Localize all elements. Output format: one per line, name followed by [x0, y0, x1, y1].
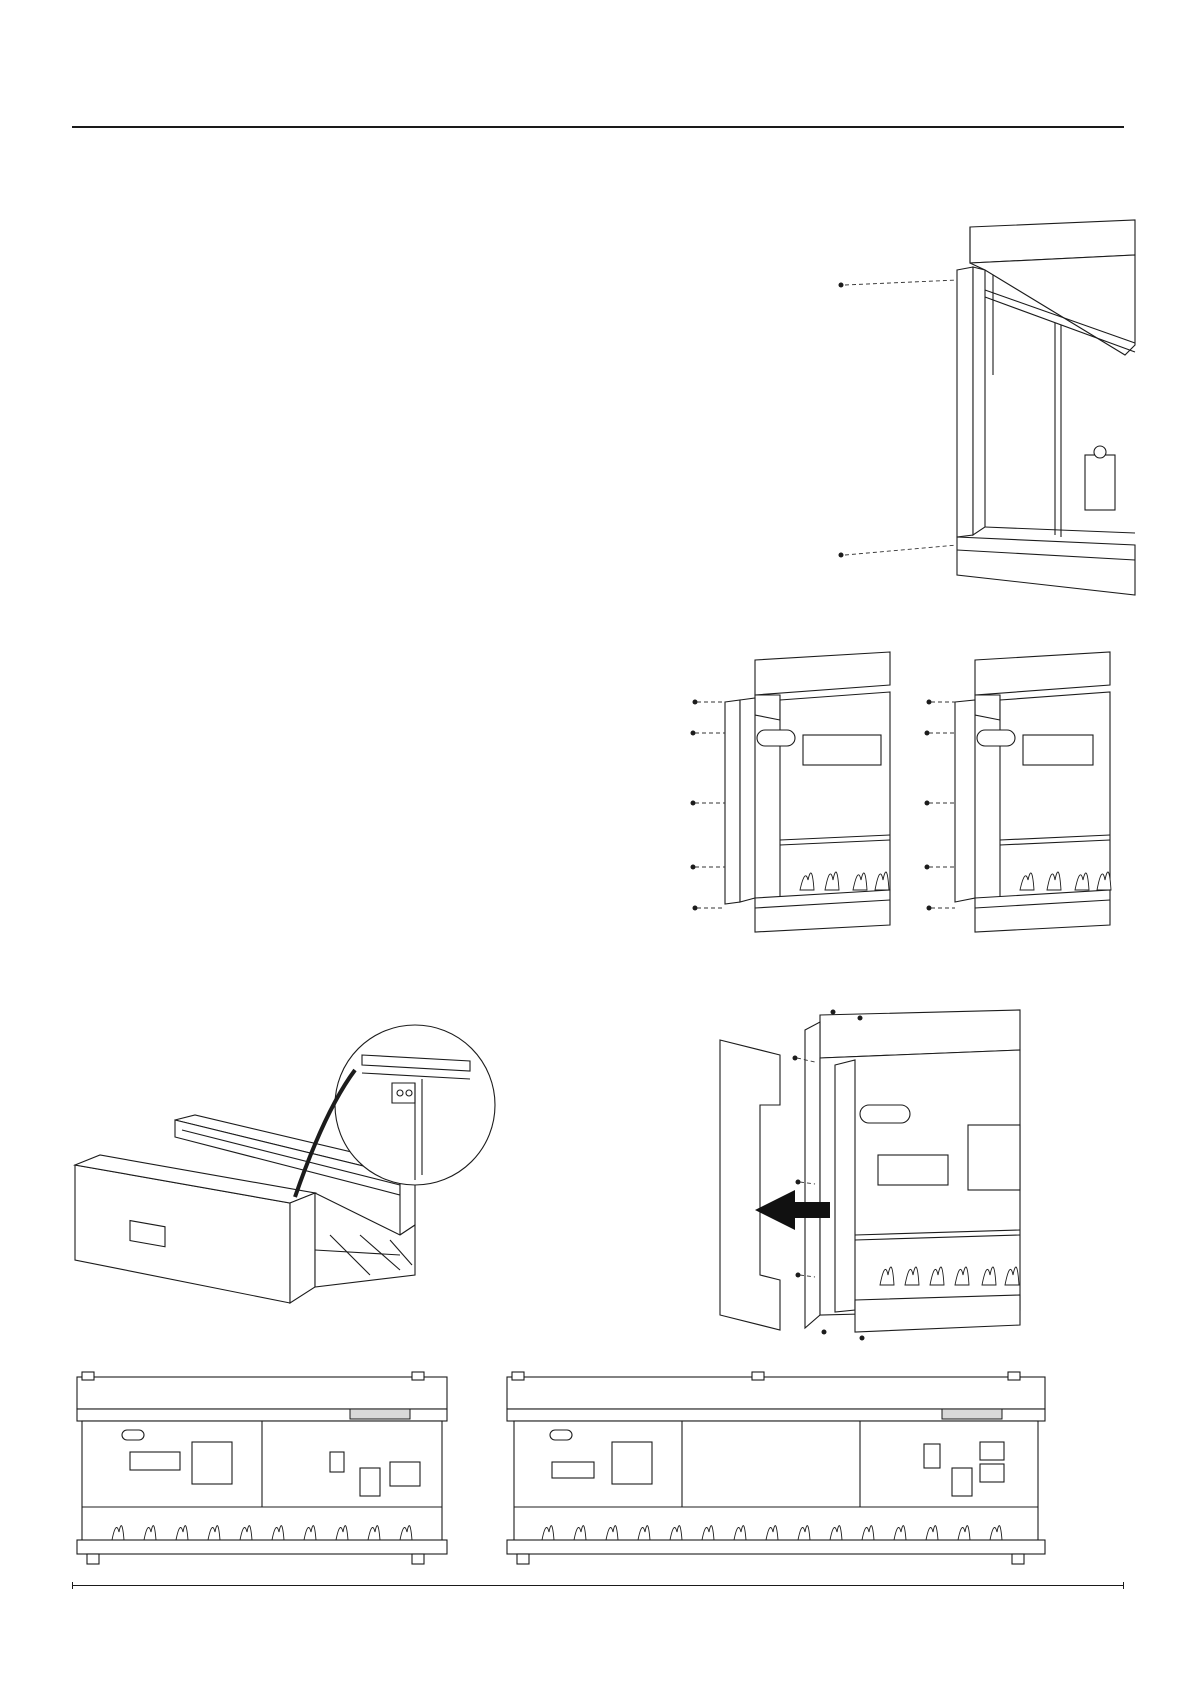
corner-trim-screws-illustration: [895, 215, 1135, 595]
box-bracket-detail-illustration: [70, 1075, 510, 1305]
footer-rule: [72, 1585, 1124, 1586]
panel-removal-arrow-illustration: [720, 1010, 1020, 1340]
header-rule: [72, 126, 1124, 128]
side-trim-left-illustration: [705, 640, 890, 930]
front-view-large-illustration: [502, 1372, 1050, 1570]
front-view-small-illustration: [72, 1372, 452, 1570]
side-panel-right-illustration: [925, 640, 1110, 930]
